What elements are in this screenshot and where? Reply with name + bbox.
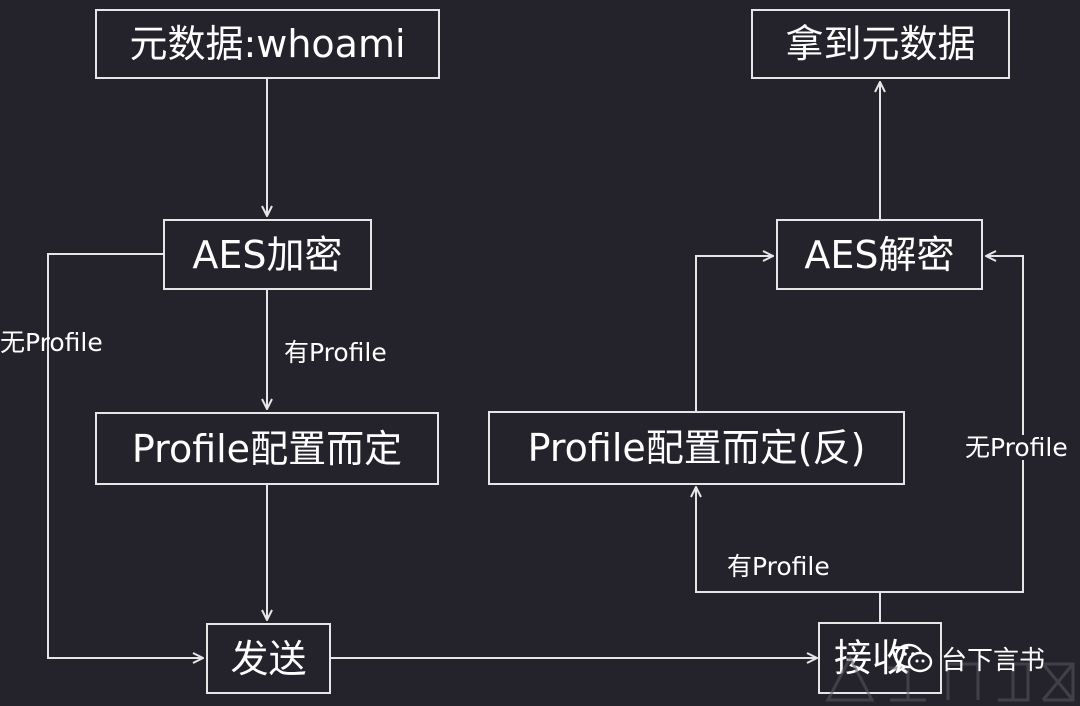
node-send-label: 发送 [230,636,307,681]
node-aes-decrypt: AES解密 [776,219,983,290]
edge-label-has-profile-right: 有Profile [727,552,830,581]
node-aes-encrypt-label: AES加密 [192,232,343,277]
edge-label-no-profile-right: 无Profile [963,433,1070,462]
faint-background-mark [825,654,1075,702]
node-profile-config: Profile配置而定 [95,412,439,485]
node-got-metadata-label: 拿到元数据 [785,22,976,66]
node-profile-config-reverse-label: Profile配置而定(反) [527,426,866,470]
node-got-metadata: 拿到元数据 [751,9,1010,79]
edge-encrypt-to-send-no-profile [47,253,203,658]
chat-bubbles-icon [894,643,933,673]
node-metadata: 元数据:whoami [95,9,440,79]
node-aes-encrypt: AES加密 [163,219,372,290]
edge-receive-to-decrypt-no-profile [880,256,1024,593]
edge-label-has-profile-left: 有Profile [284,338,387,367]
node-send: 发送 [206,623,331,694]
node-profile-config-reverse: Profile配置而定(反) [488,411,905,485]
edge-label-no-profile-left: 无Profile [0,328,103,357]
watermark-text: 台下言书 [941,646,1046,676]
node-profile-config-label: Profile配置而定 [131,426,403,471]
node-metadata-label: 元数据:whoami [129,22,406,66]
edge-profile-reverse-to-decrypt [695,256,773,411]
watermark: 台下言书 [893,640,1045,677]
edge-receive-to-profile-reverse [696,487,881,622]
node-aes-decrypt-label: AES解密 [804,232,955,277]
